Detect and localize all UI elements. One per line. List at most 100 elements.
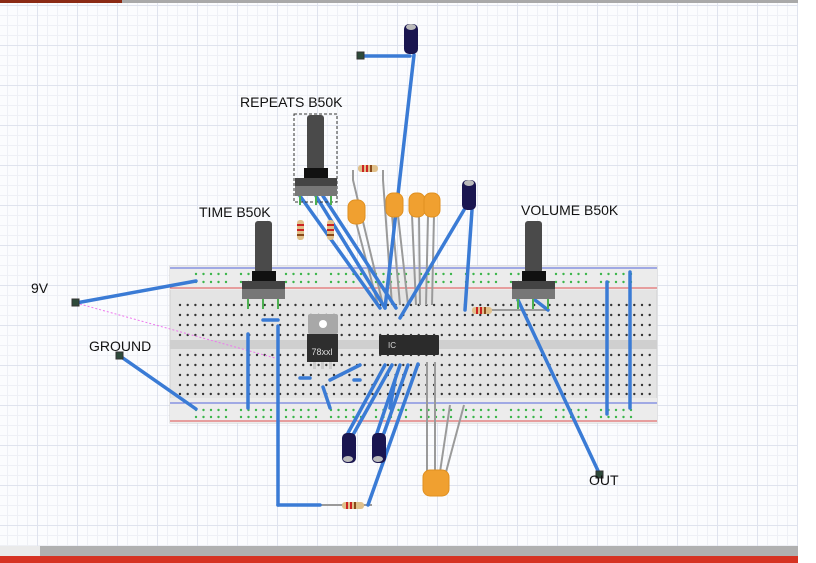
hole bbox=[201, 323, 205, 327]
hole bbox=[517, 272, 520, 276]
hole bbox=[225, 383, 228, 387]
hole bbox=[548, 323, 551, 327]
hole bbox=[209, 280, 213, 284]
hole bbox=[302, 333, 305, 337]
hole bbox=[371, 363, 374, 367]
hole bbox=[340, 392, 343, 396]
hole bbox=[502, 303, 505, 307]
voltage-regulator[interactable]: 78xxl bbox=[307, 314, 338, 369]
hole bbox=[299, 415, 303, 419]
hole bbox=[463, 323, 467, 327]
hole bbox=[607, 272, 610, 276]
hole bbox=[563, 323, 567, 327]
hole bbox=[648, 392, 651, 396]
hole bbox=[286, 373, 289, 377]
hole bbox=[432, 313, 436, 317]
resistor-bottom[interactable] bbox=[342, 502, 364, 509]
hole bbox=[571, 373, 574, 377]
hole bbox=[194, 323, 197, 327]
breadboard[interactable] bbox=[169, 265, 658, 424]
hole bbox=[509, 392, 513, 396]
hole bbox=[263, 313, 266, 317]
hole bbox=[571, 392, 574, 396]
hole bbox=[348, 313, 351, 317]
pot-shaft bbox=[307, 115, 324, 170]
hole bbox=[262, 415, 265, 419]
hole bbox=[209, 333, 212, 337]
resistor-top[interactable] bbox=[358, 165, 378, 172]
resistor-mid[interactable] bbox=[472, 307, 492, 314]
hole bbox=[440, 333, 443, 337]
hole bbox=[194, 373, 197, 377]
hole bbox=[479, 373, 482, 377]
hole bbox=[463, 383, 467, 387]
hole bbox=[448, 333, 451, 337]
terminal-out[interactable] bbox=[595, 470, 604, 479]
hole bbox=[409, 392, 413, 396]
hole bbox=[448, 303, 451, 307]
pot-time[interactable] bbox=[242, 221, 285, 309]
terminal-top[interactable] bbox=[356, 51, 365, 60]
hole bbox=[471, 392, 474, 396]
hole bbox=[371, 333, 374, 337]
hole bbox=[594, 383, 597, 387]
hole bbox=[363, 363, 366, 367]
hole bbox=[586, 383, 590, 387]
hole bbox=[386, 363, 390, 367]
hole bbox=[509, 353, 513, 357]
electrolytic-capacitors[interactable] bbox=[342, 24, 476, 463]
resistor-repeats-right[interactable] bbox=[327, 220, 334, 240]
hole bbox=[325, 303, 328, 307]
hole bbox=[442, 280, 445, 284]
hole bbox=[562, 415, 565, 419]
hole bbox=[622, 280, 625, 284]
ceramic-capacitors[interactable] bbox=[347, 192, 450, 497]
hole bbox=[344, 415, 348, 419]
hole bbox=[586, 373, 590, 377]
hole bbox=[379, 323, 382, 327]
hole bbox=[255, 333, 259, 337]
hole bbox=[263, 303, 266, 307]
hole bbox=[344, 280, 348, 284]
top-bar bbox=[122, 0, 798, 3]
hole bbox=[278, 303, 282, 307]
hole bbox=[577, 408, 580, 412]
hole bbox=[404, 408, 408, 412]
hole bbox=[417, 373, 420, 377]
hole bbox=[594, 323, 597, 327]
ic-chip[interactable]: IC bbox=[379, 335, 439, 355]
resistor-repeats-left[interactable] bbox=[297, 220, 304, 240]
pot-repeats[interactable] bbox=[293, 113, 338, 205]
hole bbox=[517, 333, 520, 337]
hole bbox=[456, 323, 459, 327]
hole bbox=[363, 353, 366, 357]
hole bbox=[449, 415, 453, 419]
hole bbox=[524, 408, 528, 412]
terminal-ground[interactable] bbox=[115, 351, 124, 360]
hole bbox=[579, 353, 582, 357]
horizontal-scrollbar[interactable] bbox=[0, 546, 798, 556]
pot-volume[interactable] bbox=[512, 221, 555, 309]
terminal-9v[interactable] bbox=[71, 298, 80, 307]
hole bbox=[340, 333, 343, 337]
hole bbox=[449, 280, 453, 284]
hole bbox=[599, 408, 603, 412]
hole bbox=[625, 392, 628, 396]
hole bbox=[440, 323, 443, 327]
wires[interactable] bbox=[74, 53, 632, 507]
hole bbox=[294, 333, 297, 337]
hole bbox=[217, 392, 220, 396]
hole bbox=[471, 323, 474, 327]
hole bbox=[202, 272, 205, 276]
hole bbox=[348, 323, 351, 327]
hole bbox=[617, 313, 621, 317]
hole bbox=[554, 408, 558, 412]
hole bbox=[317, 392, 320, 396]
hole bbox=[648, 363, 651, 367]
hole bbox=[294, 363, 297, 367]
hole bbox=[509, 280, 513, 284]
hole bbox=[332, 373, 336, 377]
hole bbox=[571, 333, 574, 337]
hole bbox=[463, 363, 467, 367]
hole bbox=[610, 313, 613, 317]
